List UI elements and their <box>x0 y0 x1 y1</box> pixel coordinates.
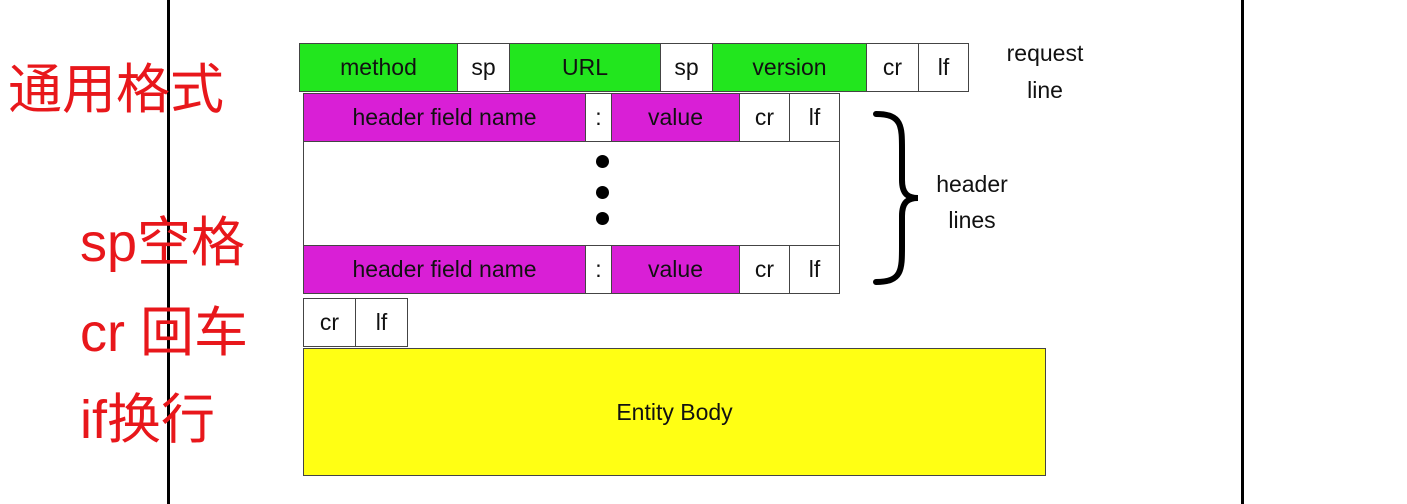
ellipsis-dot <box>596 155 609 168</box>
annotation-cr: cr 回车 <box>80 303 248 363</box>
cr-field-header: cr <box>739 245 790 294</box>
request-line-label-2: line <box>1027 77 1063 103</box>
header-field-name: header field name <box>303 245 586 294</box>
curly-brace-icon <box>873 111 919 285</box>
header-value-field: value <box>611 245 740 294</box>
lf-field-blank: lf <box>355 298 408 347</box>
sp-field-1: sp <box>457 43 510 92</box>
version-field: version <box>712 43 867 92</box>
sp-field-2: sp <box>660 43 713 92</box>
ellipsis-dot <box>596 212 609 225</box>
entity-body: Entity Body <box>303 348 1046 476</box>
cr-field-request: cr <box>866 43 919 92</box>
colon-field: : <box>585 93 612 142</box>
lf-field-header: lf <box>789 93 840 142</box>
url-field: URL <box>509 43 661 92</box>
left-divider <box>167 0 170 504</box>
header-field-name: header field name <box>303 93 586 142</box>
method-field: method <box>299 43 458 92</box>
cr-field-blank: cr <box>303 298 356 347</box>
request-line-label-1: request <box>1006 40 1084 66</box>
header-lines-label-2: lines <box>948 207 996 233</box>
lf-field-request: lf <box>918 43 969 92</box>
colon-field: : <box>585 245 612 294</box>
header-value-field: value <box>611 93 740 142</box>
cr-field-header: cr <box>739 93 790 142</box>
annotation-if: if换行 <box>80 390 215 450</box>
ellipsis-dot <box>596 186 609 199</box>
lf-field-header: lf <box>789 245 840 294</box>
annotation-general-format: 通用格式 <box>8 60 224 120</box>
annotation-sp: sp空格 <box>80 213 246 273</box>
header-lines-label-1: header <box>936 171 1008 197</box>
right-divider <box>1241 0 1244 504</box>
